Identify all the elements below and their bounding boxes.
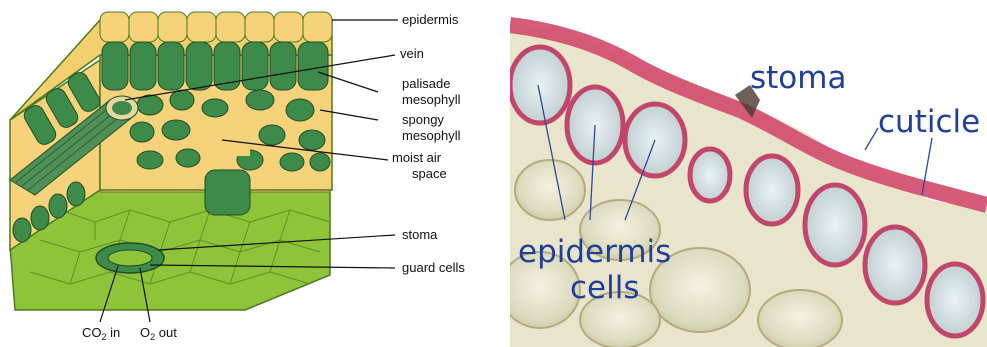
label-spongy-2: mesophyll xyxy=(402,128,461,143)
label-palisade-2: mesophyll xyxy=(402,92,461,107)
label-stoma-micro: stoma xyxy=(750,60,846,96)
stoma xyxy=(96,243,164,273)
leaf-cross-section-diagram: epidermis vein palisade mesophyll spongy… xyxy=(0,0,490,347)
label-palisade-1: palisade xyxy=(402,76,450,91)
label-moist-2: space xyxy=(412,166,447,181)
label-moist-1: moist air xyxy=(392,150,442,165)
label-o2-out: O2 out xyxy=(140,325,177,342)
label-vein: vein xyxy=(400,46,424,61)
label-epidermis-cells-1: epidermis xyxy=(518,234,671,270)
leaf-micrograph: stoma cuticle epidermis cells xyxy=(510,0,987,347)
label-stoma: stoma xyxy=(402,227,438,242)
label-cuticle: cuticle xyxy=(878,104,980,140)
label-epidermis: epidermis xyxy=(402,12,459,27)
label-epidermis-cells-2: cells xyxy=(570,270,640,306)
label-spongy-1: spongy xyxy=(402,112,444,127)
label-guard-cells: guard cells xyxy=(402,260,465,275)
moist-air-space xyxy=(200,118,250,156)
label-co2-in: CO2 in xyxy=(82,325,120,342)
